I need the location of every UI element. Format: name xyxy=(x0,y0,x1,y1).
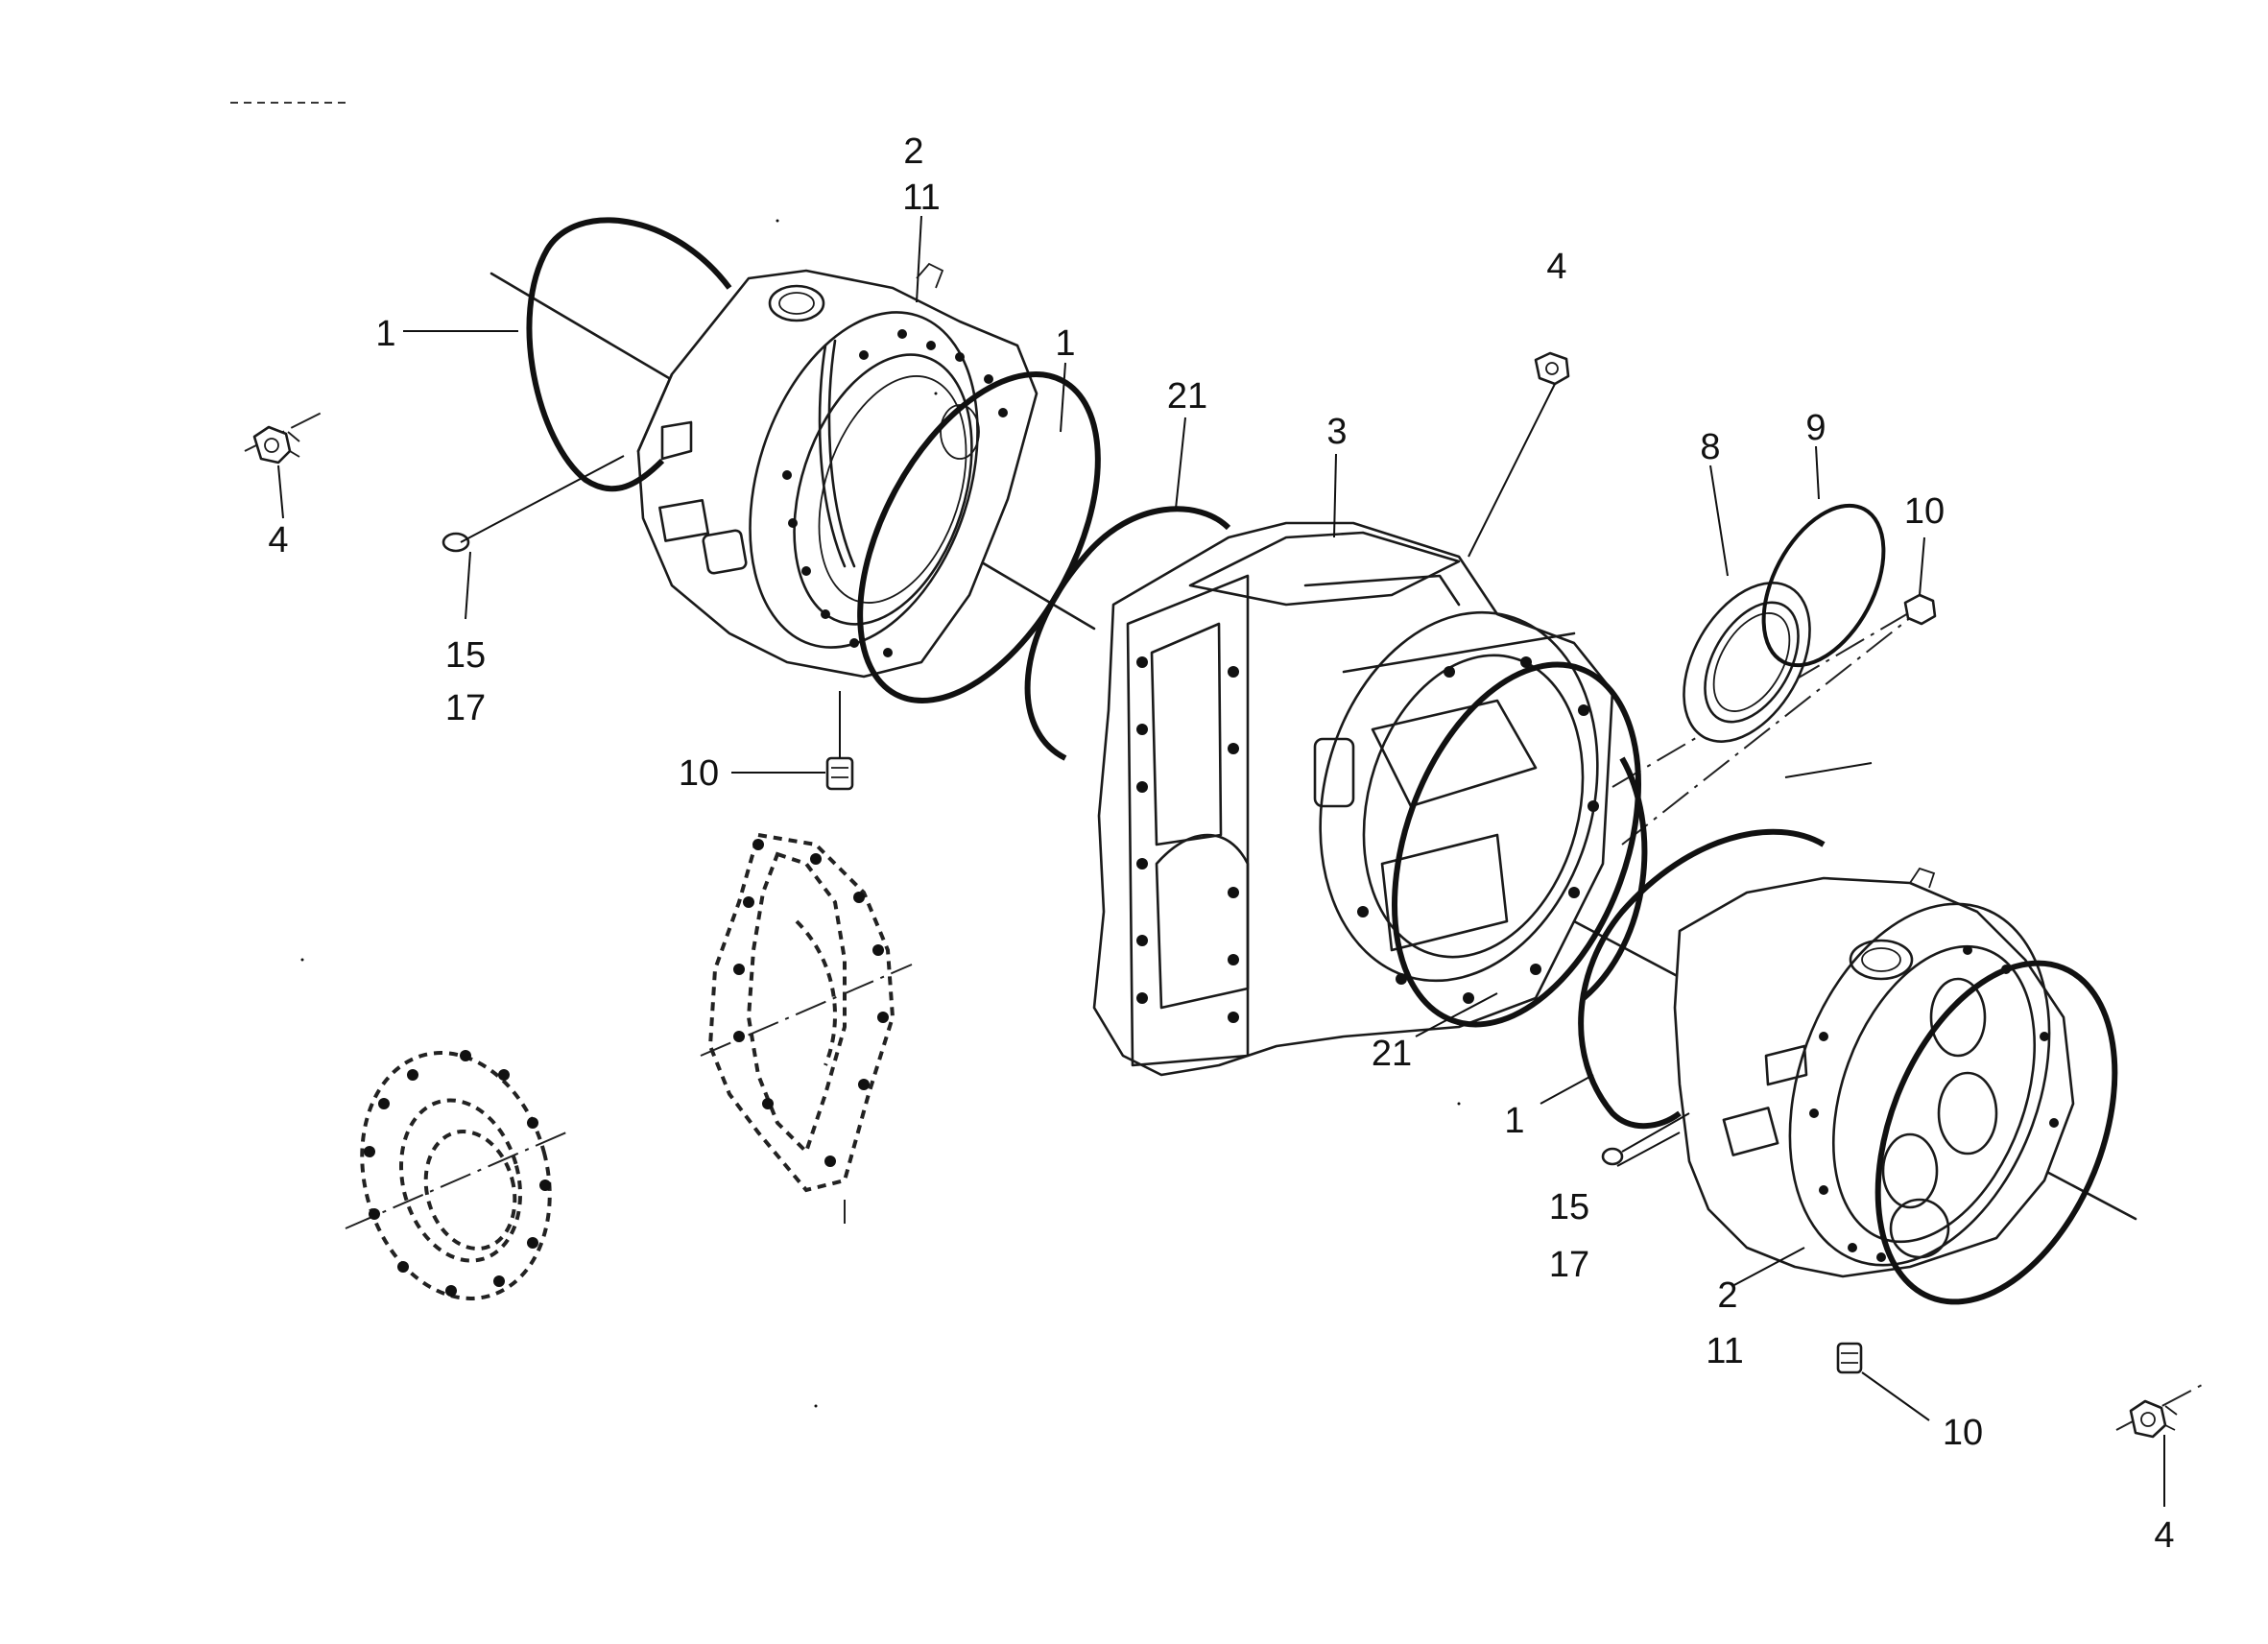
leader-lines xyxy=(277,215,2165,1507)
callout-10-left: 10 xyxy=(679,753,719,794)
screw-15-right xyxy=(1601,1147,1624,1166)
callout-4-bottom: 4 xyxy=(2154,1515,2174,1556)
callout-4-top: 4 xyxy=(1546,247,1566,287)
o-ring-bottom xyxy=(1578,828,1826,1130)
plug-10-bottom xyxy=(1836,1342,1863,1374)
scan-specks xyxy=(300,219,1461,1408)
callout-11-bottom: 11 xyxy=(1706,1331,1743,1371)
callout-labels: 2 11 1 1 21 3 4 4 8 9 10 15 17 10 21 1 1… xyxy=(268,131,2174,1556)
callout-2-bottom: 2 xyxy=(1717,1275,1737,1316)
plug-10-right xyxy=(1903,593,1937,626)
central-differential-housing xyxy=(1092,521,1614,1077)
plug-10-left xyxy=(825,756,854,791)
callout-15-left: 15 xyxy=(445,635,486,676)
plug-4-bottom xyxy=(2129,1399,2178,1439)
o-ring-21-top xyxy=(1024,506,1231,761)
callout-1-bottom: 1 xyxy=(1504,1101,1524,1141)
o-ring-left xyxy=(526,217,732,492)
plug-4-top xyxy=(1534,351,1570,386)
screw-15-left xyxy=(442,532,470,553)
callout-11-top: 11 xyxy=(902,178,940,218)
callout-3: 3 xyxy=(1326,412,1347,452)
callout-10-bottom: 10 xyxy=(1943,1413,1983,1453)
callout-4-left: 4 xyxy=(268,520,288,560)
dashed-gasket-oval xyxy=(360,1050,552,1300)
o-ring-21-bottom xyxy=(1392,661,1648,1028)
callout-1-top-left: 1 xyxy=(375,314,395,354)
callout-15-right: 15 xyxy=(1549,1187,1589,1227)
circlip-9 xyxy=(1761,503,1886,668)
callout-21-top: 21 xyxy=(1167,376,1207,417)
callout-17-right: 17 xyxy=(1549,1245,1589,1285)
callout-10-right: 10 xyxy=(1904,491,1945,532)
callout-17-left: 17 xyxy=(445,688,486,728)
seal-ring-8 xyxy=(1683,582,1811,743)
callout-2-top: 2 xyxy=(903,131,923,172)
callout-8: 8 xyxy=(1700,427,1720,467)
dashed-gasket-plate xyxy=(707,832,895,1193)
callout-9: 9 xyxy=(1805,408,1826,448)
callout-21-bottom: 21 xyxy=(1372,1034,1412,1074)
plug-4-left xyxy=(252,425,300,465)
left-axle-housing xyxy=(636,262,1039,679)
callout-1-top-mid: 1 xyxy=(1055,323,1075,364)
o-ring-right-outer xyxy=(1874,960,2118,1305)
right-axle-housing xyxy=(1673,867,2075,1278)
